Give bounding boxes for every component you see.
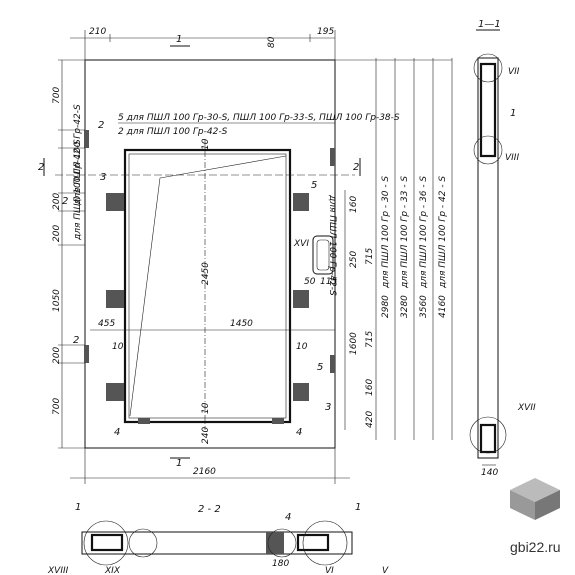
dim-200-c: 200 xyxy=(52,347,62,364)
section-2-2-body xyxy=(81,531,353,555)
dim-50: 50 xyxy=(304,277,316,287)
section-2-left: 2 xyxy=(38,162,44,173)
node-xix: XIX xyxy=(104,566,121,575)
door-swing-line xyxy=(159,155,287,179)
mark-4-right: 4 xyxy=(296,427,302,438)
cut-mark-bottom: 1 xyxy=(176,458,182,469)
dim-10-bottom: 10 xyxy=(201,402,211,414)
cut-mark-top: 1 xyxy=(176,34,182,45)
mark-1-left: 1 xyxy=(75,502,81,513)
height-label-42: для ПШЛ 100 Гр - 42 - S xyxy=(438,176,448,289)
dim-1450: 1450 xyxy=(230,319,253,329)
node-vi: VI xyxy=(325,566,334,575)
mark-3-left: 3 xyxy=(100,172,106,183)
left-note: для ПШЛ 100 Гр-42-S xyxy=(73,139,83,241)
dim-160-top: 160 xyxy=(349,196,359,213)
node-viii-circle xyxy=(473,135,503,165)
node-xvii-circle xyxy=(469,416,507,454)
node-xviii: XVIII xyxy=(47,566,69,575)
node-xviii-circle xyxy=(83,520,129,566)
section-2-right: 2 xyxy=(353,162,359,173)
mark-2-c: 2 xyxy=(73,335,79,346)
mark-3-right: 3 xyxy=(325,402,331,413)
dim-140: 140 xyxy=(481,468,498,478)
node-viii: VIII xyxy=(505,153,519,163)
mark-4-left: 4 xyxy=(114,427,120,438)
dim-10-top: 10 xyxy=(201,138,211,150)
embed-parts-right xyxy=(138,148,335,424)
node-v: V xyxy=(382,566,389,575)
door-swing-diagonal xyxy=(129,177,161,417)
dim-2450: 2450 xyxy=(201,262,211,285)
dim-210: 210 xyxy=(89,27,106,37)
mark-1-right: 1 xyxy=(355,502,361,513)
dim-700-bottom: 700 xyxy=(52,398,62,415)
door-opening xyxy=(123,148,292,424)
node-v-circle xyxy=(302,520,348,566)
detail-xvi xyxy=(312,235,334,275)
mark-4-section: 4 xyxy=(285,512,291,523)
dim-2160: 2160 xyxy=(193,467,216,477)
mark-5-top: 5 xyxy=(311,180,317,191)
dim-700-top: 700 xyxy=(52,87,62,104)
embed-parts-left xyxy=(84,130,124,401)
node-xvi: XVI xyxy=(293,239,309,249)
dim-715-bottom: 715 xyxy=(365,331,375,348)
node-vii: VII xyxy=(508,67,520,77)
height-columns xyxy=(335,58,453,440)
height-4160: 4160 xyxy=(438,295,448,318)
dim-10-left: 10 xyxy=(112,342,124,352)
height-label-33: для ПШЛ 100 Гр - 33 - S xyxy=(400,176,410,289)
watermark-logo xyxy=(510,478,560,520)
note-2: 2 для ПШЛ 100 Гр-42-S xyxy=(118,127,228,137)
mark-2-b: 2 xyxy=(62,196,68,207)
left-note-2: для ПШЛ 100 Гр-42-S xyxy=(73,104,83,206)
dim-240: 240 xyxy=(201,427,211,444)
door-opening-inner xyxy=(128,153,287,419)
dim-1050: 1050 xyxy=(52,289,62,312)
node-vii-circle xyxy=(473,53,503,83)
height-label-36: для ПШЛ 100 Гр - 36 - S xyxy=(419,176,429,289)
dim-160-bottom: 160 xyxy=(365,379,375,396)
mark-2-a: 2 xyxy=(98,120,104,131)
node-vi-circle xyxy=(267,528,297,558)
watermark: gbi22.ru xyxy=(510,539,561,555)
note-5: 5 для ПШЛ 100 Гр-30-S, ПШЛ 100 Гр-33-S, … xyxy=(118,113,400,123)
mark-5-bottom: 5 xyxy=(317,362,323,373)
section-2-2-title: 2 - 2 xyxy=(198,504,221,515)
left-dim-ticks xyxy=(58,59,85,449)
panel-outline xyxy=(84,59,336,449)
dim-250: 250 xyxy=(349,251,359,268)
dim-1600: 1600 xyxy=(349,332,359,355)
dim-420: 420 xyxy=(365,411,375,428)
dim-80: 80 xyxy=(267,36,277,48)
height-label-30: для ПШЛ 100 Гр - 30 - S xyxy=(381,176,391,289)
right-note: для ПШЛ 100 Гр-42-S xyxy=(327,194,337,296)
dim-180: 180 xyxy=(272,559,289,569)
dim-715-top: 715 xyxy=(365,248,375,265)
dim-115: 115 xyxy=(320,277,337,287)
dim-455: 455 xyxy=(98,319,115,329)
node-xix-circle xyxy=(128,528,158,558)
dim-200-a: 200 xyxy=(52,225,62,242)
section-1-1-title: 1—1 xyxy=(478,19,501,30)
dim-10-right: 10 xyxy=(296,342,308,352)
height-2980: 2980 xyxy=(381,295,391,318)
height-3560: 3560 xyxy=(419,295,429,318)
node-xvii: XVII xyxy=(517,403,536,413)
dim-200-b: 200 xyxy=(52,193,62,210)
dim-195: 195 xyxy=(317,27,334,37)
height-3280: 3280 xyxy=(400,295,410,318)
section-1-1-body xyxy=(477,57,499,459)
mark-1-section: 1 xyxy=(510,108,516,119)
